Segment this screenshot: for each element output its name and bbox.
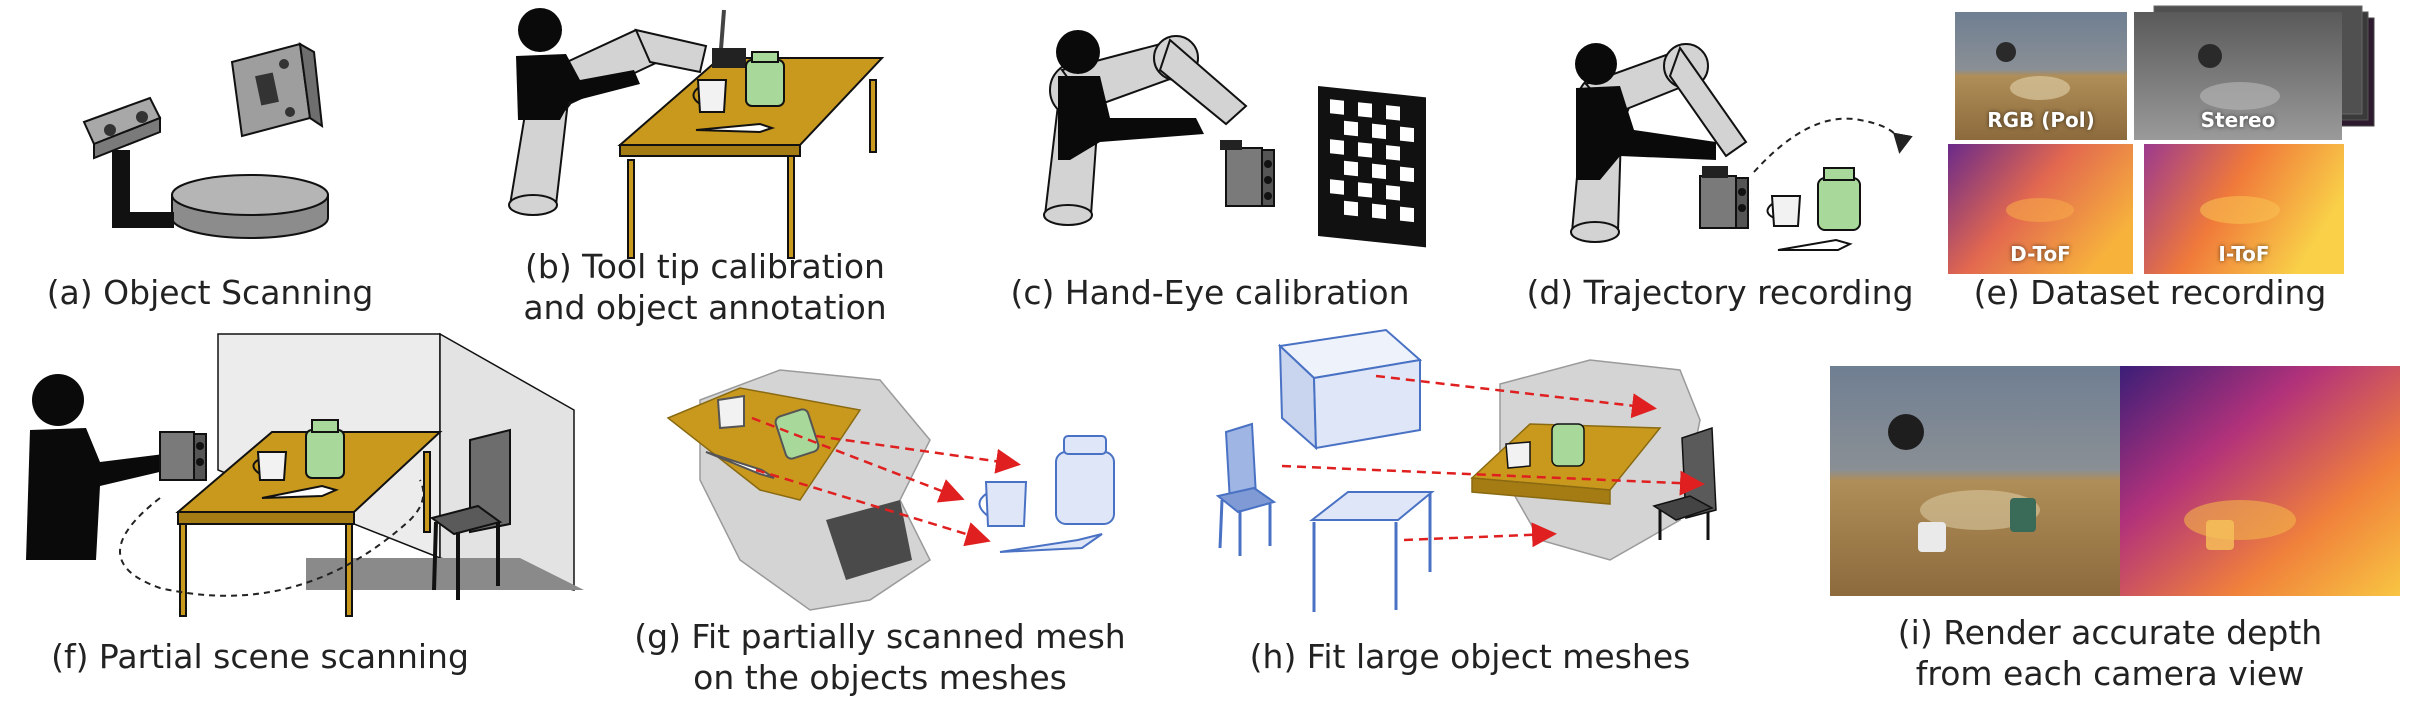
itof-thumbnail-label: I-ToF <box>2218 242 2270 266</box>
panel-c-hand-eye-calibration <box>1043 30 1426 248</box>
fit-arrow <box>751 416 965 503</box>
fit-arrow <box>1375 374 1657 419</box>
jar-icon <box>1817 167 1861 231</box>
panel-g-fit-partial-mesh <box>666 369 1115 611</box>
jar-mesh-icon <box>1055 435 1115 525</box>
fit-arrow <box>815 434 1021 474</box>
panel-i-render-depth <box>1830 366 2400 596</box>
table-mesh-icon <box>1309 491 1435 612</box>
stereo-thumbnail <box>2134 12 2342 140</box>
stereo-thumbnail-label: Stereo <box>2200 108 2276 132</box>
panel-f-partial-scene-scanning <box>26 332 584 617</box>
mug-mesh-icon <box>978 481 1028 527</box>
scanned-object-icon <box>230 42 324 138</box>
mug-icon <box>1766 195 1802 227</box>
caption-i: (i) Render accurate depth from each came… <box>1897 613 2323 693</box>
scanned-table-surface <box>666 387 862 501</box>
jar-icon <box>745 51 785 107</box>
handheld-scanner-icon <box>159 431 207 481</box>
dtof-thumbnail <box>1948 144 2133 274</box>
scanned-chair <box>826 500 912 580</box>
caption-a: (a) Object Scanning <box>46 273 374 312</box>
box-mesh-icon <box>1277 328 1423 451</box>
jar-icon <box>1551 423 1585 467</box>
mug-icon <box>1505 441 1531 469</box>
caption-b: (b) Tool tip calibration and object anno… <box>523 247 887 327</box>
panel-e-dataset-recording <box>1948 5 2375 274</box>
caption-f: (f) Partial scene scanning <box>51 637 469 676</box>
stereo-thumbnail-label-area: Stereo <box>2134 12 2342 140</box>
turntable <box>171 174 329 239</box>
rgb-thumbnail-label-area: RGB (Pol) <box>1955 12 2127 140</box>
rgb-thumbnail-label: RGB (Pol) <box>1987 108 2095 132</box>
person-silhouette <box>1056 30 1204 160</box>
3d-scanner-icon <box>82 96 162 160</box>
caption-h: (h) Fit large object meshes <box>1249 637 1691 676</box>
knife-icon <box>1777 238 1853 251</box>
rendered-depth-image <box>2120 366 2400 596</box>
panel-h-fit-large-meshes <box>1215 328 1717 612</box>
caption-e: (e) Dataset recording <box>1973 273 2327 312</box>
person-silhouette <box>1575 43 1716 180</box>
caption-c: (c) Hand-Eye calibration <box>1010 273 1410 312</box>
knife-icon <box>695 122 776 134</box>
fit-arrow <box>755 468 991 547</box>
floor-shadow <box>306 558 584 590</box>
jar-icon <box>305 419 345 479</box>
fit-arrow <box>1403 522 1557 548</box>
fit-arrow <box>1281 464 1705 496</box>
mug-icon <box>692 79 728 113</box>
person-silhouette <box>516 8 640 120</box>
rgb-thumbnail <box>1955 12 2127 140</box>
panel-b-tool-tip-calibration <box>508 8 885 259</box>
panel-d-trajectory-recording <box>1570 43 1913 251</box>
camera-rig-icon <box>1699 166 1749 229</box>
chair-mesh-icon <box>1215 422 1277 556</box>
scan-path <box>119 479 425 597</box>
camera-rig-icon <box>1220 140 1275 207</box>
knife-icon <box>261 484 339 499</box>
panel-a-object-scanning <box>82 42 329 239</box>
trajectory-path <box>1753 117 1913 173</box>
dtof-thumbnail-label: D-ToF <box>2010 242 2071 266</box>
itof-thumbnail-label-area: I-ToF <box>2144 144 2344 274</box>
calibration-tool-icon <box>712 9 746 68</box>
itof-thumbnail <box>2144 144 2344 274</box>
knife-mesh-icon <box>999 533 1103 553</box>
rendered-rgb-image <box>1830 366 2120 596</box>
mug-icon <box>252 451 288 481</box>
caption-d: (d) Trajectory recording <box>1526 273 1914 312</box>
dtof-thumbnail-label-area: D-ToF <box>1948 144 2133 274</box>
person-silhouette <box>26 374 168 560</box>
mug-icon <box>716 394 745 430</box>
checkerboard-calibration-target <box>1318 86 1426 248</box>
chair <box>429 428 511 600</box>
caption-g: (g) Fit partially scanned mesh on the ob… <box>634 617 1126 697</box>
scanner-stand <box>112 150 174 228</box>
